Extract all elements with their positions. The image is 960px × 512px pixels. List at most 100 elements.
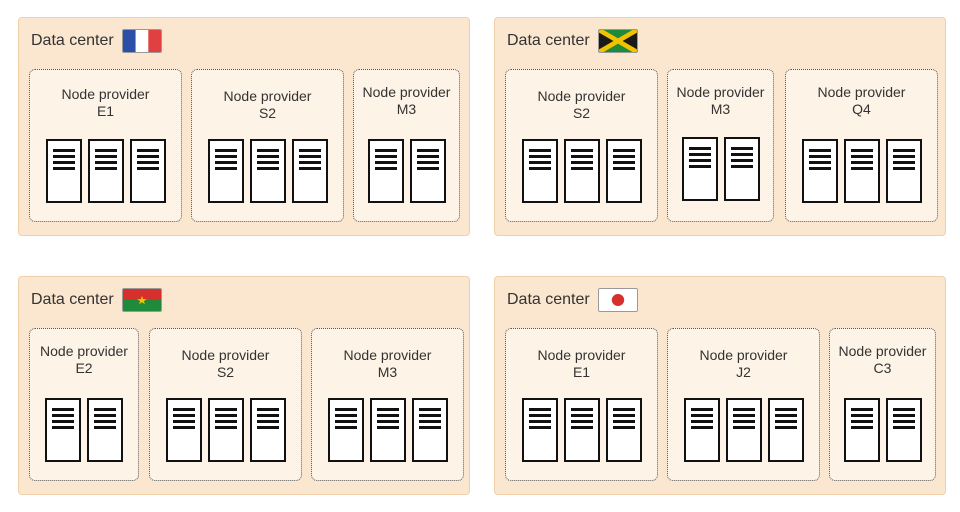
server-rack-icon [563,398,600,462]
node-provider-label: Node provider [61,86,150,102]
server-rack-icon [681,137,718,201]
server-rack-icon [605,398,642,462]
server-rack-icon [885,139,922,203]
node-provider-code: E1 [572,364,591,380]
server-rack-icon [369,398,406,462]
node-provider-label: Node provider [40,343,128,359]
server-rack-icon [411,398,448,462]
server-group [830,398,935,462]
datacenter-label: Data center [507,32,590,49]
burkina-faso-flag-icon [121,288,162,312]
server-group [150,398,301,462]
server-rack-icon [723,137,760,201]
datacenter-header: Data center [31,287,162,313]
server-rack-icon [45,139,82,203]
server-rack-icon [207,139,244,203]
node-provider-code: Q4 [852,101,871,117]
node-provider-code: E1 [96,103,115,119]
node-provider-label: Node provider [676,84,765,100]
server-rack-icon [207,398,244,462]
server-rack-icon [409,139,446,203]
node-provider-code: J2 [736,364,751,380]
node-provider-label: Node provider [699,347,788,363]
node-provider-code: S2 [572,105,591,121]
datacenter-header: Data center [507,28,638,54]
node-provider-label: Node provider [343,347,432,363]
france-flag-icon [121,29,162,53]
server-rack-icon [843,139,880,203]
server-group [312,398,463,462]
server-rack-icon [521,398,558,462]
jamaica-flag-icon [597,29,638,53]
server-rack-icon [521,139,558,203]
server-rack-icon [843,398,880,462]
node-provider-label: Node provider [817,84,906,100]
node-provider-code: M3 [377,364,398,380]
server-rack-icon [87,398,123,462]
node-provider-code: S2 [216,364,235,380]
server-rack-icon [767,398,804,462]
server-rack-icon [801,139,838,203]
server-rack-icon [249,139,286,203]
node-provider-label: Node provider [223,88,312,104]
server-rack-icon [605,139,642,203]
server-rack-icon [885,398,922,462]
server-group [30,398,138,462]
server-rack-icon [165,398,202,462]
node-provider-label: Node provider [838,343,927,359]
node-provider-label: Node provider [537,347,626,363]
server-group [506,139,657,203]
server-rack-icon [327,398,364,462]
node-provider-code: E2 [75,360,93,376]
server-rack-icon [249,398,286,462]
server-rack-icon [87,139,124,203]
node-provider-label: Node provider [362,84,451,100]
datacenter-label: Data center [31,32,114,49]
server-group [786,139,937,203]
node-provider-code: S2 [258,105,277,121]
server-rack-icon [129,139,166,203]
datacenter-label: Data center [31,291,114,308]
node-provider-label: Node provider [181,347,270,363]
server-group [506,398,657,462]
japan-flag-icon [597,288,638,312]
datacenter-header: Data center [31,28,162,54]
server-rack-icon [367,139,404,203]
server-group [668,398,819,462]
server-group [30,139,181,203]
server-group [668,137,773,201]
server-rack-icon [683,398,720,462]
server-rack-icon [563,139,600,203]
node-provider-label: Node provider [537,88,626,104]
server-group [192,139,343,203]
node-provider-code: M3 [710,101,731,117]
datacenter-label: Data center [507,291,590,308]
datacenter-header: Data center [507,287,638,313]
node-provider-code: M3 [396,101,417,117]
